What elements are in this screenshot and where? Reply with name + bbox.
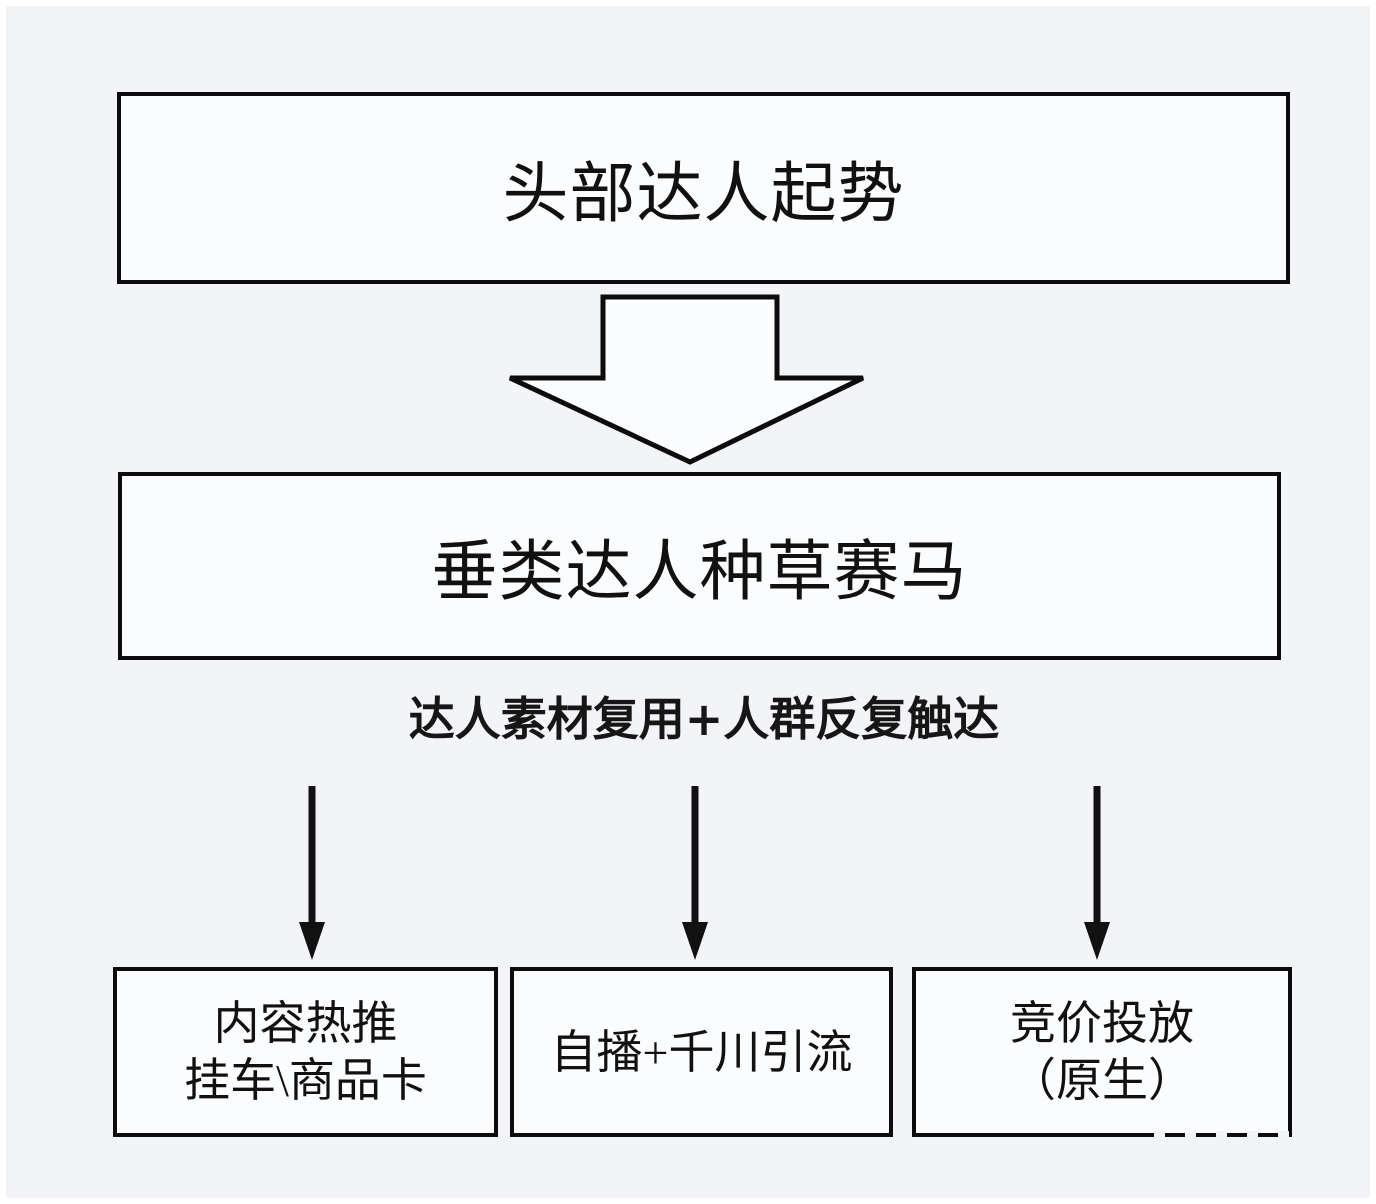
arrow-down-icon [1084,786,1110,960]
output-box-label-line: （原生） [1010,1055,1194,1106]
stage2-label: 垂类达人种草赛马 [431,536,968,609]
stage1-label: 头部达人起势 [502,158,905,231]
watermark-artifact [1134,1131,1290,1139]
output-box-self-broadcast: 自播+千川引流 [510,967,893,1137]
output-box-bidding: 竞价投放 （原生） [912,967,1292,1137]
output-box-label-line: 内容热推 [213,998,398,1049]
arrow-down-icon [682,786,708,960]
arrow-down-icon [299,786,325,960]
block-arrow-down-icon [508,294,865,465]
output-box-label-line: 挂车\商品卡 [184,1055,427,1106]
output-box-label-line: 竞价投放 [1010,998,1194,1049]
output-box-content-push: 内容热推 挂车\商品卡 [113,967,498,1137]
output-box-label-line: 自播+千川引流 [550,1026,853,1078]
flowchart-background: 头部达人起势 垂类达人种草赛马 达人素材复用+人群反复触达 内容热推 挂车\商 [6,6,1370,1198]
stage2-box: 垂类达人种草赛马 [118,472,1281,660]
stage1-box: 头部达人起势 [117,92,1290,284]
annotation-text: 达人素材复用+人群反复触达 [408,692,1000,746]
